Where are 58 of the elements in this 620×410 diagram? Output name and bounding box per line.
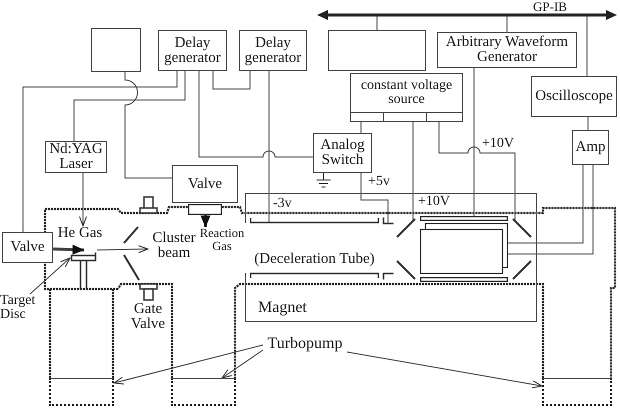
electrode-plate bbox=[420, 277, 508, 282]
electrode bbox=[396, 218, 416, 238]
beam-label: Cluster beam bbox=[148, 231, 200, 262]
gas-label: He Gas bbox=[55, 226, 105, 242]
gas-label: Reaction Gas bbox=[199, 227, 245, 254]
pump-section bbox=[49, 378, 114, 406]
pump-section bbox=[542, 378, 612, 406]
leader-line bbox=[30, 258, 70, 294]
wire bbox=[198, 70, 314, 158]
electrode bbox=[396, 260, 416, 280]
instrument-box: Delay generator bbox=[239, 30, 307, 71]
bus-label: GP-IB bbox=[533, 0, 567, 13]
valve-box: Valve bbox=[2, 232, 53, 263]
wire bbox=[360, 122, 362, 134]
wire bbox=[124, 72, 172, 178]
electrode bbox=[382, 272, 394, 280]
device-box bbox=[91, 28, 141, 72]
valve-fitting bbox=[188, 204, 222, 215]
gas-flow-arrow bbox=[52, 244, 84, 255]
power-supply-box: constant voltage source bbox=[350, 73, 463, 122]
callout-label: Target Disc bbox=[0, 294, 42, 324]
magnet-label: Magnet bbox=[258, 300, 307, 316]
instrument-box: Oscilloscope bbox=[531, 76, 617, 117]
laser-beam-arrow bbox=[79, 172, 87, 226]
wire bbox=[376, 16, 378, 30]
wire bbox=[506, 16, 508, 32]
instrument-box: Arbitrary Waveform Generator bbox=[437, 32, 577, 68]
wire bbox=[412, 122, 414, 222]
wire bbox=[268, 70, 270, 222]
bus-bar bbox=[317, 10, 617, 20]
leader-line bbox=[222, 350, 264, 378]
leader-line bbox=[346, 352, 542, 388]
beam-arrow bbox=[96, 245, 148, 254]
tube-label: (Deceleration Tube) bbox=[253, 252, 376, 267]
wire bbox=[586, 16, 588, 76]
wire bbox=[438, 122, 516, 220]
trap-electrode bbox=[420, 223, 508, 274]
wire bbox=[212, 70, 250, 90]
valve-box: Valve bbox=[172, 165, 238, 203]
electrode bbox=[382, 217, 394, 225]
switch-box: Analog Switch bbox=[313, 133, 372, 173]
wire bbox=[22, 70, 178, 232]
electrode bbox=[512, 218, 532, 238]
pump-section bbox=[171, 378, 236, 406]
electrode-plate bbox=[420, 216, 508, 221]
wire bbox=[360, 172, 388, 224]
wire bbox=[508, 164, 594, 254]
computer-box bbox=[328, 30, 426, 71]
wire bbox=[74, 70, 186, 142]
amplifier-box: Amp bbox=[572, 130, 609, 165]
instrument-box: Delay generator bbox=[158, 30, 227, 71]
part-label: Gate Valve bbox=[130, 302, 166, 332]
callout-label: Turbopump bbox=[263, 336, 347, 355]
gas-flow-arrow bbox=[200, 215, 210, 228]
electrode bbox=[512, 260, 532, 280]
laser-box: Nd:YAG Laser bbox=[45, 141, 107, 173]
leader-line bbox=[114, 344, 264, 385]
wire bbox=[508, 164, 584, 244]
